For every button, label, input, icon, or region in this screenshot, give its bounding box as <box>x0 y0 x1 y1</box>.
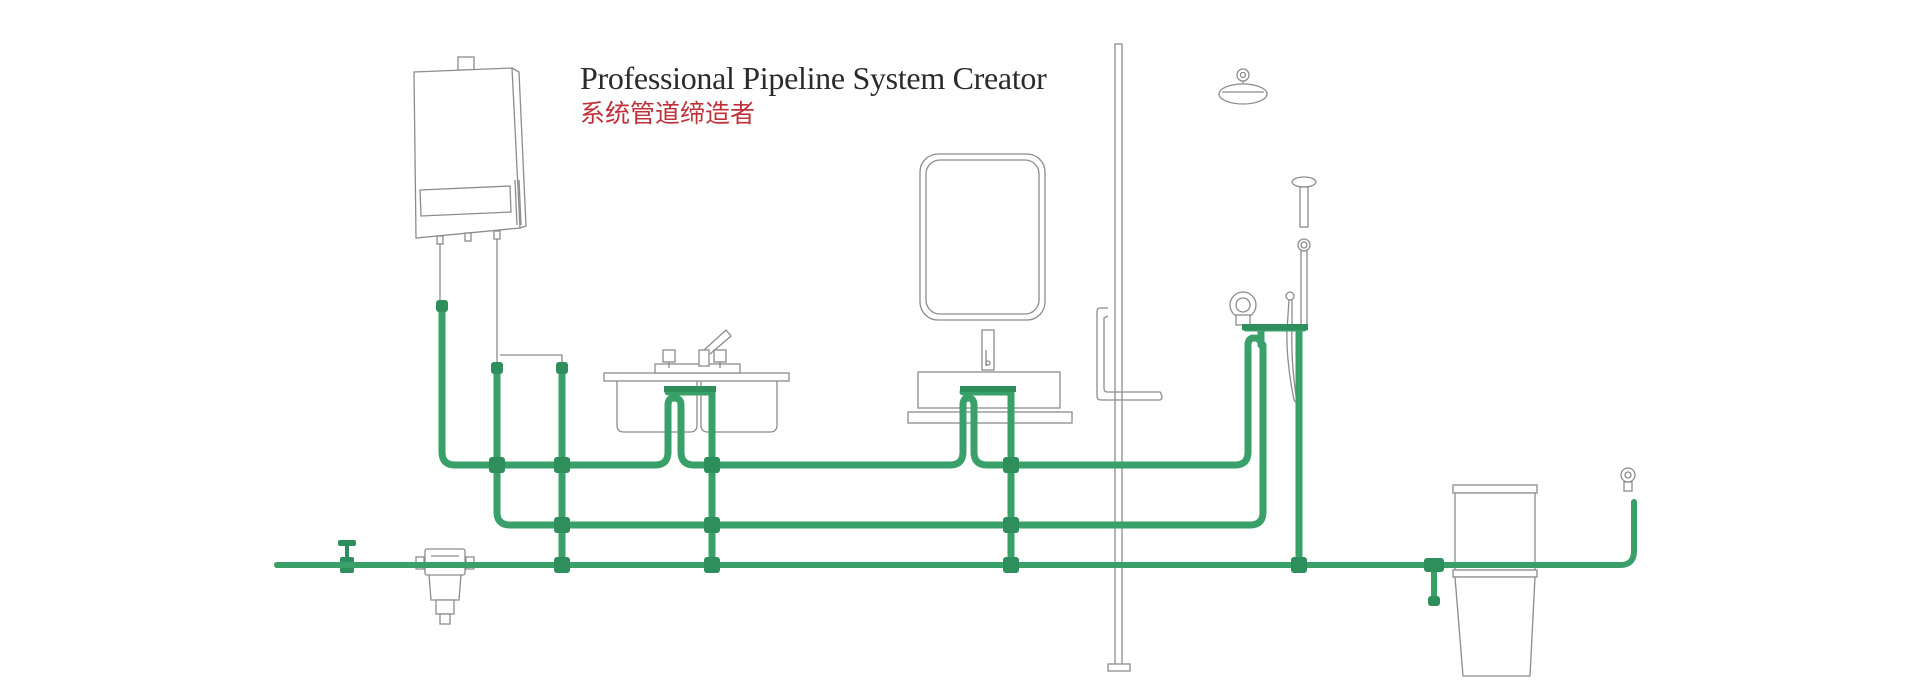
wall-outlet-icon <box>1620 467 1636 492</box>
main-valve-icon <box>338 540 356 573</box>
water-filter-icon <box>415 548 475 625</box>
pipe-hot-line <box>438 304 1265 469</box>
bathroom-basin-icon <box>907 329 1073 424</box>
title-block: Professional Pipeline System Creator 系统管… <box>580 58 1047 130</box>
title-chinese: 系统管道缔造者 <box>580 99 756 128</box>
fittings <box>338 300 1444 606</box>
pipe-cold-line <box>493 341 1267 529</box>
pipe-network <box>274 304 1637 603</box>
title-english: Professional Pipeline System Creator <box>580 60 1047 96</box>
water-heater-icon <box>413 56 563 365</box>
glass-partition-icon <box>1096 43 1163 672</box>
kitchen-sink-icon <box>603 329 790 433</box>
shower-head-icon <box>1218 68 1268 105</box>
toilet-icon <box>1452 484 1538 677</box>
hand-shower-icon <box>1229 176 1317 404</box>
pipe-main-supply <box>274 499 1637 568</box>
mirror-icon <box>919 153 1046 321</box>
